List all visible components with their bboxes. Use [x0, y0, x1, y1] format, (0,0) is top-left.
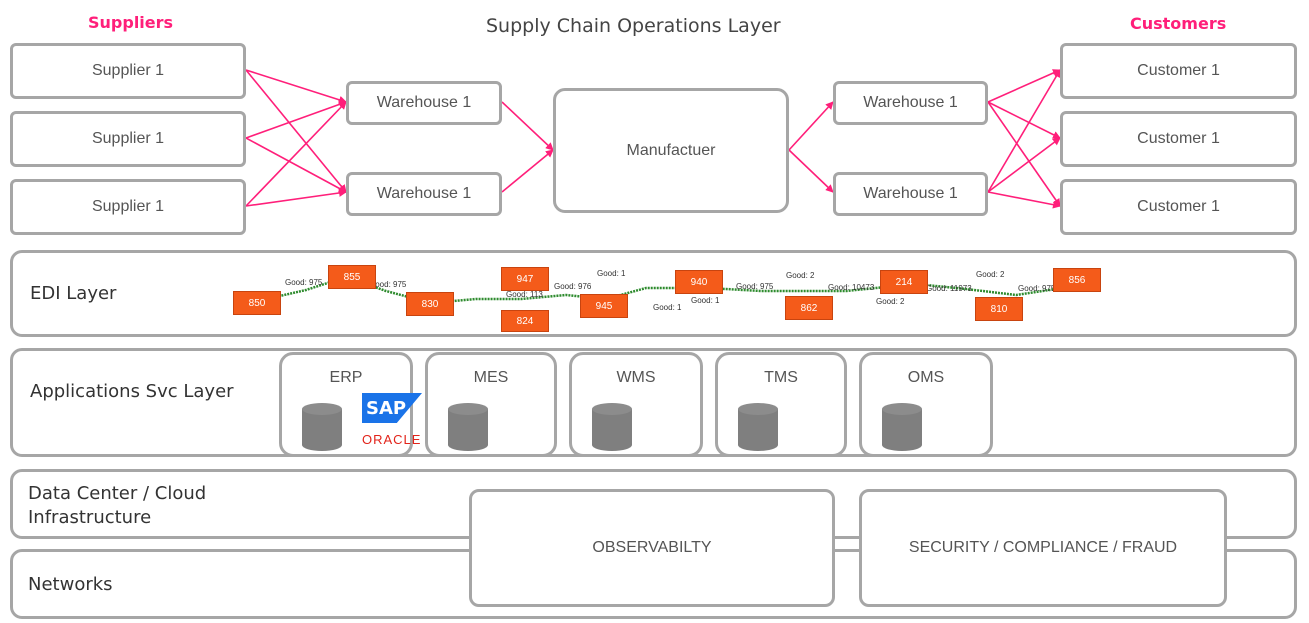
edi-transaction-tag: 810 [975, 297, 1023, 321]
outbound-warehouse-node: Warehouse 1 [833, 172, 988, 216]
edi-transaction-tag: 824 [501, 310, 549, 332]
supplier-node: Supplier 1 [10, 179, 246, 235]
datacenter-layer-label: Data Center / Cloud Infrastructure [28, 483, 207, 528]
outbound-warehouse-node: Warehouse 1 [833, 81, 988, 125]
app-erp: ERP SAP ORACLE [279, 352, 422, 457]
app-oms: OMS [859, 352, 993, 457]
app-name: MES [473, 369, 509, 386]
edi-note: Good: 975 [1018, 284, 1056, 293]
edi-transaction-tag: 940 [675, 270, 723, 294]
edi-transaction-tag: 850 [233, 291, 281, 315]
edi-note: Good: 975 [369, 280, 407, 289]
customer-node: Customer 1 [1060, 179, 1297, 235]
networks-layer-label: Networks [28, 574, 113, 595]
edi-note: Good: 113 [506, 290, 543, 299]
supply-flow-arrows [245, 69, 1061, 209]
edi-transaction-tag: 862 [785, 296, 833, 320]
manufacturer-node: Manufactuer [553, 88, 789, 213]
customers-heading: Customers [1130, 14, 1227, 33]
database-icon [738, 403, 778, 451]
edi-note: Good: 2 [976, 270, 1005, 279]
inbound-warehouse-node: Warehouse 1 [346, 172, 502, 216]
inbound-warehouse-node: Warehouse 1 [346, 81, 502, 125]
edi-note: Good: 975 [736, 282, 774, 291]
edi-note: Good: 1 [691, 296, 720, 305]
oracle-logo: ORACLE [362, 432, 422, 447]
observability-box: OBSERVABILTY [469, 489, 835, 607]
edi-note: Good: 11973 [926, 284, 972, 293]
edi-note: Good: 1 [653, 303, 682, 312]
edi-layer-label: EDI Layer [30, 283, 117, 304]
database-icon [448, 403, 488, 451]
edi-transaction-flow: Good: 975 Good: 975 Good: 976 Good: 113 … [186, 255, 1106, 333]
app-tms: TMS [715, 352, 847, 457]
edi-flow-line [257, 275, 1097, 305]
app-mes: MES [425, 352, 557, 457]
supplier-node: Supplier 1 [10, 43, 246, 99]
edi-note: Good: 10473 [828, 283, 875, 292]
database-icon [302, 403, 342, 451]
edi-transaction-tag: 856 [1053, 268, 1101, 292]
database-icon [592, 403, 632, 451]
suppliers-heading: Suppliers [88, 13, 174, 32]
supplier-node: Supplier 1 [10, 111, 246, 167]
app-name: OMS [907, 369, 945, 386]
database-icon [882, 403, 922, 451]
edi-transaction-tag: 214 [880, 270, 928, 294]
edi-note: Good: 976 [554, 282, 592, 291]
app-name: TMS [764, 369, 798, 386]
page-title: Supply Chain Operations Layer [486, 15, 781, 37]
edi-transaction-tag: 947 [501, 267, 549, 291]
edi-note: Good: 975 [285, 278, 323, 287]
customer-node: Customer 1 [1060, 111, 1297, 167]
security-compliance-box: SECURITY / COMPLIANCE / FRAUD [859, 489, 1227, 607]
edi-note: Good: 1 [597, 269, 626, 278]
applications-layer-label: Applications Svc Layer [30, 381, 234, 402]
customer-node: Customer 1 [1060, 43, 1297, 99]
app-wms: WMS [569, 352, 703, 457]
edi-note: Good: 2 [786, 271, 815, 280]
app-name: WMS [616, 369, 656, 386]
edi-transaction-tag: 855 [328, 265, 376, 289]
edi-transaction-tag: 830 [406, 292, 454, 316]
edi-transaction-tag: 945 [580, 294, 628, 318]
edi-note: Good: 2 [876, 297, 905, 306]
app-name: ERP [329, 369, 363, 386]
